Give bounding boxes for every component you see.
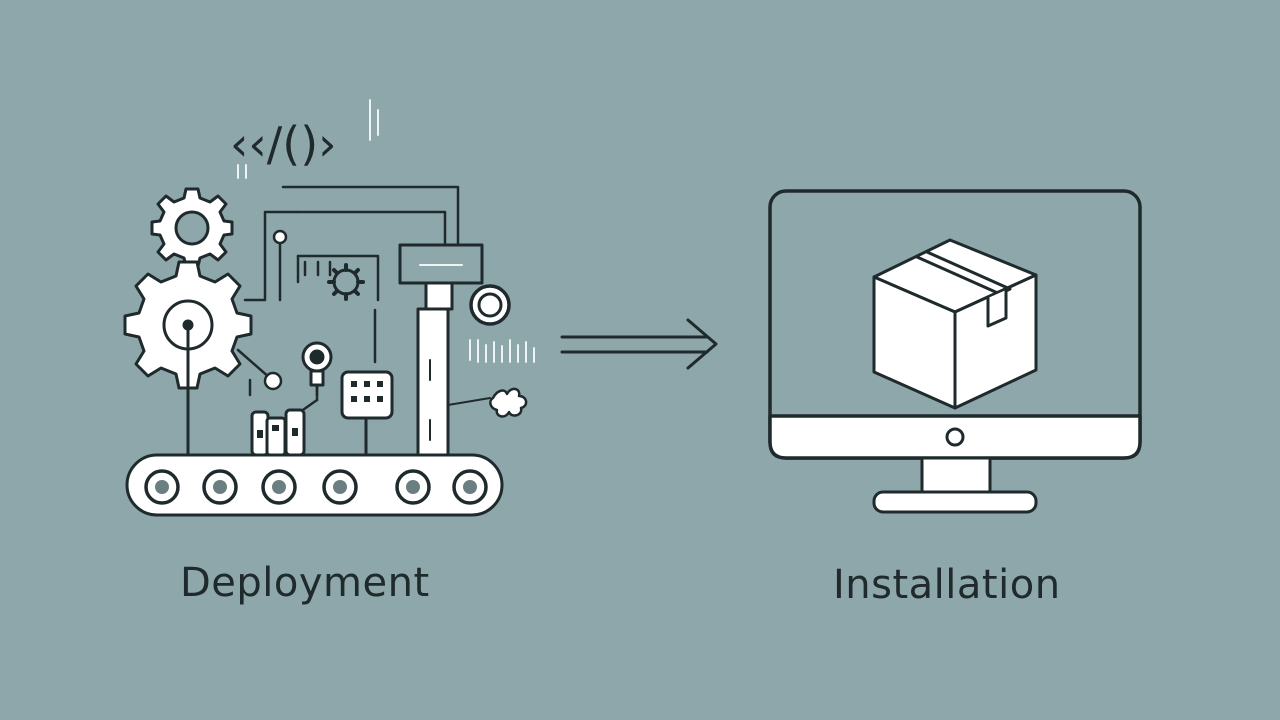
factory-machinery-icon: ‹‹/()› (123, 99, 535, 517)
installation-label: Installation (833, 562, 1061, 608)
sensor-icon (298, 341, 333, 414)
code-noise-marks (237, 99, 379, 179)
parts-cluster-icon (250, 408, 306, 457)
conveyor-belt-icon (125, 453, 504, 517)
small-gear-icon (150, 187, 234, 268)
wire-node (272, 229, 288, 245)
double-arrow-icon (560, 318, 718, 370)
ring-icon (469, 284, 511, 326)
monitor-chin (768, 414, 1142, 460)
belt-rollers (144, 469, 488, 505)
press-unit-icon (398, 243, 491, 457)
joint-node (263, 371, 283, 391)
mini-cog-icon (327, 263, 365, 301)
control-panel-icon (340, 370, 394, 457)
deployment-label: Deployment (180, 560, 430, 606)
splat-icon (489, 387, 528, 418)
monitor-with-package-icon (768, 189, 1142, 514)
code-symbol-icon: ‹‹/()› (230, 117, 337, 171)
power-button-icon (945, 427, 965, 447)
monitor-neck (920, 456, 992, 494)
package-box-icon (872, 238, 1038, 410)
large-gear-icon (123, 260, 253, 458)
bracket-ticks (303, 260, 332, 277)
signal-bars (469, 339, 535, 363)
monitor-base (872, 490, 1038, 514)
